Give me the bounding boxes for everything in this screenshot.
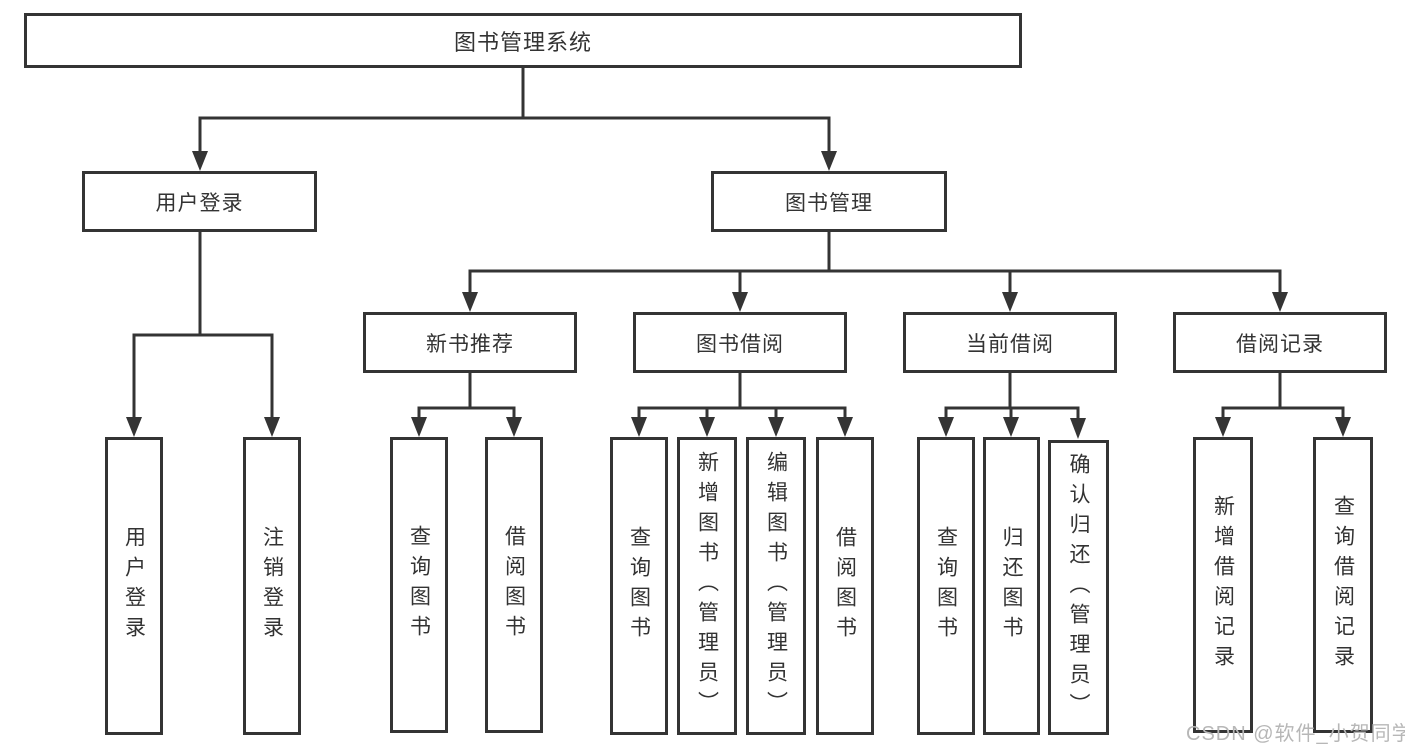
node-leaf-borrow-books: 借阅图书 [816,437,874,735]
connector-current-borrowing-to-leaves [938,373,1086,439]
node-label: 用户登录 [122,526,146,646]
node-label: 图书管理 [785,191,873,215]
node-label: 新书推荐 [426,332,514,356]
connector-book-management-to-level3 [462,232,1288,312]
node-label: 查询图书 [934,526,958,646]
node-label: 图书借阅 [696,332,784,356]
node-borrowing-records: 借阅记录 [1173,312,1387,373]
connector-root-to-level2 [192,68,837,171]
node-label: 借阅图书 [833,526,857,646]
node-book-borrowing: 图书借阅 [633,312,847,373]
node-leaf-query-books-borrow: 查询图书 [610,437,668,735]
node-label: 当前借阅 [966,332,1054,356]
connector-user-login-to-leaves [126,232,280,437]
node-label: 注销登录 [260,526,284,646]
node-leaf-edit-books-admin: 编辑图书（管理员） [746,437,806,735]
node-label: 图书管理系统 [453,29,592,55]
node-label: 新增图书（管理员） [695,451,719,721]
node-label: 查询图书 [407,525,431,645]
node-leaf-query-borrow-record: 查询借阅记录 [1313,437,1373,733]
node-leaf-confirm-return-admin: 确认归还（管理员） [1048,440,1109,735]
node-leaf-add-books-admin: 新增图书（管理员） [677,437,737,735]
node-label: 新增借阅记录 [1211,495,1235,675]
node-user-login: 用户登录 [82,171,317,232]
csdn-watermark: CSDN @软件_小贺同学 [1186,723,1405,745]
node-book-management: 图书管理 [711,171,947,232]
node-label: 用户登录 [155,191,244,215]
node-leaf-borrow-books-recommend: 借阅图书 [485,437,543,733]
connector-new-book-recommendation-to-leaves [411,373,522,437]
node-label: 编辑图书（管理员） [764,451,788,721]
node-leaf-add-borrow-record: 新增借阅记录 [1193,437,1253,733]
node-label: 查询图书 [627,526,651,646]
node-label: 借阅记录 [1236,332,1324,356]
node-current-borrowing: 当前借阅 [903,312,1117,373]
node-label: 借阅图书 [502,525,526,645]
node-label: 查询借阅记录 [1331,495,1355,675]
node-leaf-query-books-current: 查询图书 [917,437,975,735]
node-label: 确认归还（管理员） [1067,452,1090,723]
connector-book-borrowing-to-leaves [631,373,853,437]
node-leaf-user-login: 用户登录 [105,437,163,735]
node-label: 归还图书 [1000,526,1023,646]
node-leaf-return-books: 归还图书 [983,437,1040,735]
node-leaf-logout: 注销登录 [243,437,301,735]
connector-borrowing-records-to-leaves [1215,373,1351,437]
node-book-management-system: 图书管理系统 [24,13,1022,68]
node-leaf-query-books-recommend: 查询图书 [390,437,448,733]
node-new-book-recommendation: 新书推荐 [363,312,577,373]
